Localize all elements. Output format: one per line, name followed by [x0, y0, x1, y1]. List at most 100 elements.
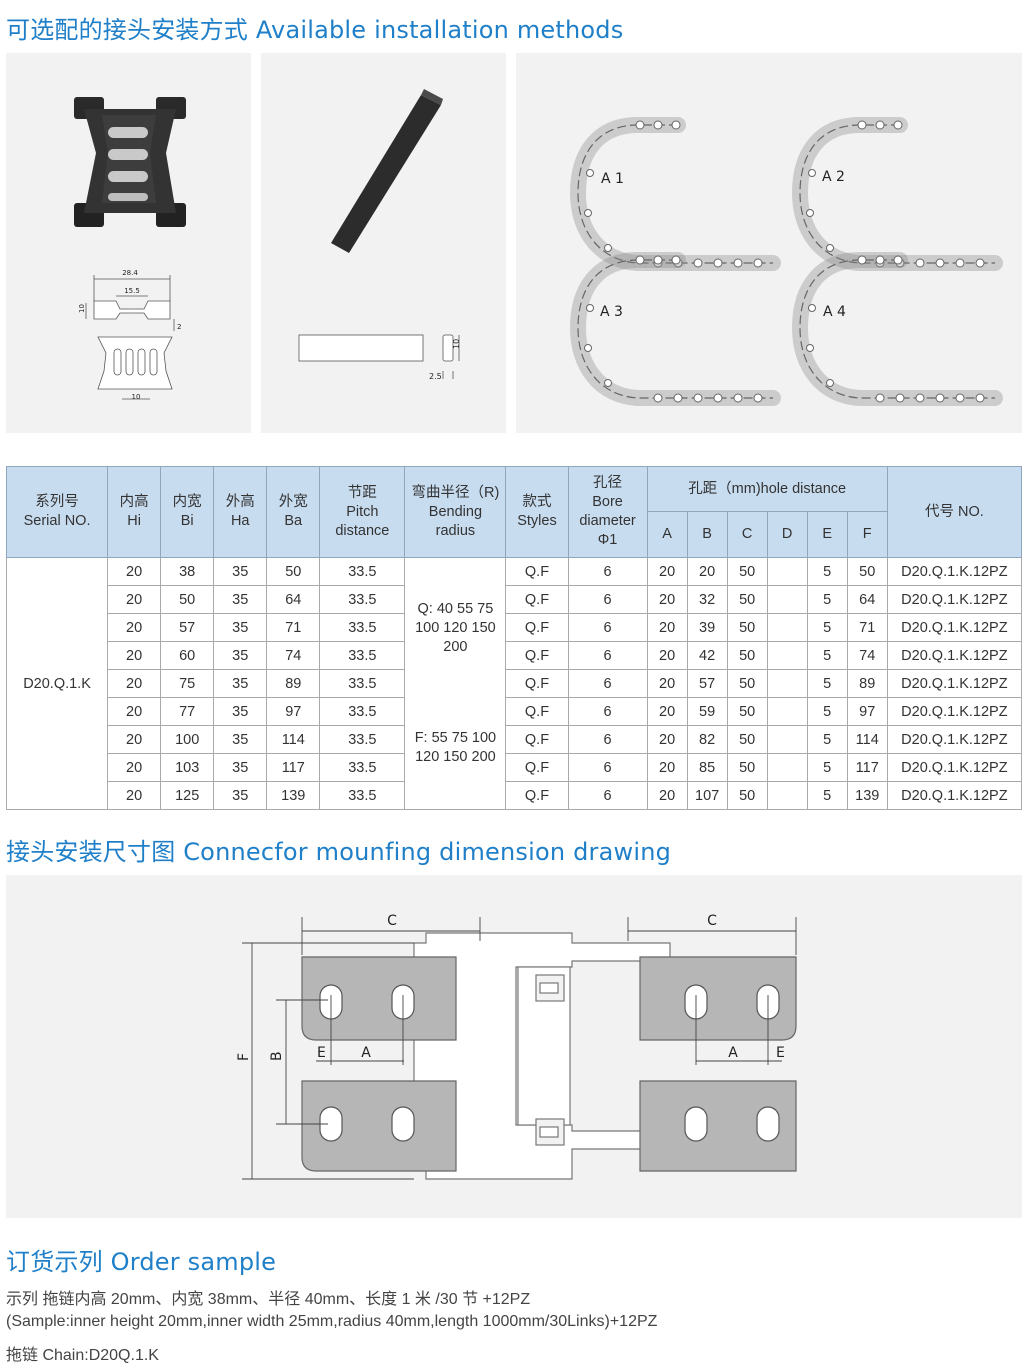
strip-illustration: 2.5 10 [298, 89, 461, 381]
th-hole-a: A [646, 511, 688, 558]
cell-hole-c: 50 [726, 725, 768, 754]
cell-hole-c: 50 [726, 753, 768, 782]
cell-hole-b: 85 [686, 753, 728, 782]
dim-a-right: A [728, 1045, 738, 1061]
cell-pitch: 33.5 [319, 585, 406, 614]
chain-style-a4 [800, 256, 995, 402]
dimension-lines [242, 917, 797, 1180]
connector-illustration: 28.4 15.5 10 2 10 [74, 97, 186, 401]
chain-label-a2: A 2 [822, 169, 845, 185]
cell-pitch: 33.5 [319, 781, 406, 810]
cell-code: D20.Q.1.K.12PZ [886, 557, 1023, 586]
cell-hole-c: 50 [726, 641, 768, 670]
cell-hole-d [766, 557, 808, 586]
cell-styles: Q.F [505, 697, 569, 726]
cell-ha: 35 [213, 641, 268, 670]
cell-bore: 6 [567, 613, 648, 642]
cell-hole-b: 39 [686, 613, 728, 642]
cell-ba: 71 [266, 613, 321, 642]
chain-styles-illustration: A 1 A 2 A 3 A 4 [516, 53, 1022, 433]
cell-bore: 6 [567, 669, 648, 698]
connector-photo [74, 97, 186, 227]
mount-drawing: C C E A A E F B [236, 913, 797, 1180]
cell-hole-b: 82 [686, 725, 728, 754]
cell-ba: 74 [266, 641, 321, 670]
th-hole-b: B [686, 511, 728, 558]
order-section-title: 订货示列 Order sample [6, 1248, 277, 1276]
strip-thickness-label: 2.5 [429, 372, 442, 381]
connector-top-view [85, 275, 175, 331]
cell-hole-b: 32 [686, 585, 728, 614]
cell-hole-d [766, 585, 808, 614]
cell-ba: 97 [266, 697, 321, 726]
cell-styles: Q.F [505, 557, 569, 586]
cell-hole-e: 5 [806, 781, 848, 810]
strip-panel: 2.5 10 [261, 53, 506, 433]
th-hole-d: D [766, 511, 808, 558]
cell-hole-f: 64 [846, 585, 888, 614]
cell-bi: 50 [160, 585, 215, 614]
drawing-section-title: 接头安装尺寸图 Connecfor mounfing dimension dra… [6, 838, 672, 866]
cell-hole-f: 74 [846, 641, 888, 670]
cell-ha: 35 [213, 697, 268, 726]
cell-hi: 20 [107, 613, 162, 642]
cell-hi: 20 [107, 585, 162, 614]
cell-ha: 35 [213, 613, 268, 642]
cell-code: D20.Q.1.K.12PZ [886, 613, 1023, 642]
cell-hole-a: 20 [646, 697, 688, 726]
mounting-holes [319, 984, 780, 1142]
cell-hole-e: 5 [806, 725, 848, 754]
cell-hole-e: 5 [806, 613, 848, 642]
cell-hole-e: 5 [806, 697, 848, 726]
chain-label-a4: A 4 [823, 304, 846, 320]
chain-styles-panel: A 1 A 2 A 3 A 4 [516, 53, 1022, 433]
cell-bore: 6 [567, 585, 648, 614]
cell-hole-d [766, 753, 808, 782]
cell-code: D20.Q.1.K.12PZ [886, 781, 1023, 810]
cell-hi: 20 [107, 781, 162, 810]
cell-hole-a: 20 [646, 781, 688, 810]
cell-hole-f: 89 [846, 669, 888, 698]
th-hole-f: F [846, 511, 888, 558]
cell-hole-e: 5 [806, 585, 848, 614]
cell-hole-b: 107 [686, 781, 728, 810]
chain-style-a1 [578, 121, 773, 267]
cell-hole-f: 117 [846, 753, 888, 782]
chain-label-a3: A 3 [600, 304, 623, 320]
cell-code: D20.Q.1.K.12PZ [886, 725, 1023, 754]
dim-e-right: E [776, 1045, 785, 1061]
cell-styles: Q.F [505, 781, 569, 810]
dim-c-right: C [707, 913, 717, 929]
connector-front-view [97, 336, 173, 400]
dim-width-label: 28.4 [122, 269, 138, 277]
cell-pitch: 33.5 [319, 641, 406, 670]
order-sample-cn: 示列 拖链内高 20mm、内宽 38mm、半径 40mm、长度 1 米 /30 … [6, 1291, 531, 1308]
cell-pitch: 33.5 [319, 669, 406, 698]
cell-bi: 100 [160, 725, 215, 754]
cell-code: D20.Q.1.K.12PZ [886, 585, 1023, 614]
cell-hi: 20 [107, 753, 162, 782]
cell-ha: 35 [213, 725, 268, 754]
cell-ba: 64 [266, 585, 321, 614]
cell-ha: 35 [213, 585, 268, 614]
cell-hole-d [766, 781, 808, 810]
cell-hi: 20 [107, 697, 162, 726]
cell-hole-c: 50 [726, 781, 768, 810]
cell-hole-a: 20 [646, 725, 688, 754]
th-hole-e: E [806, 511, 848, 558]
cell-hole-f: 114 [846, 725, 888, 754]
cell-ha: 35 [213, 781, 268, 810]
cell-hole-a: 20 [646, 641, 688, 670]
cell-hole-c: 50 [726, 697, 768, 726]
